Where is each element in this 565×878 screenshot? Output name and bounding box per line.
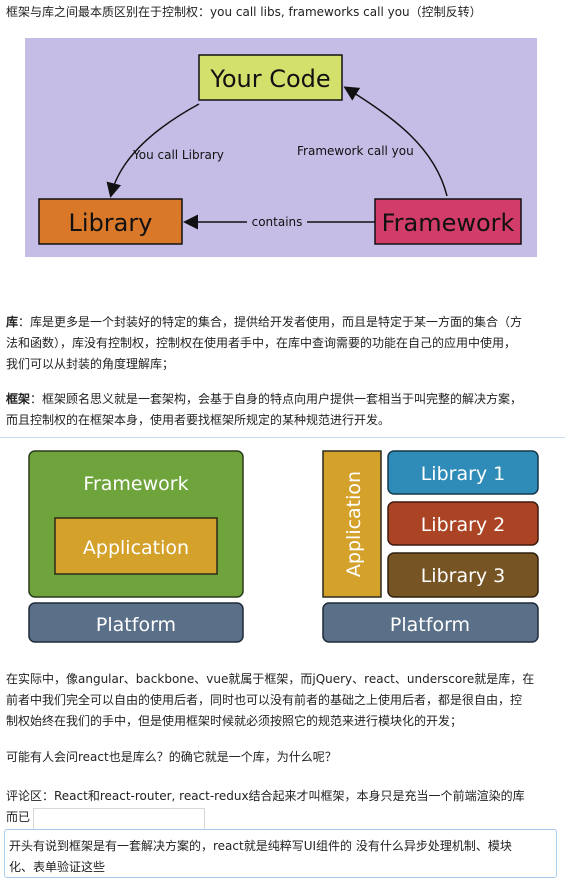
practice-line-1: 在实际中，像angular、backbone、vue就属于框架，而jQuery、… xyxy=(6,672,535,686)
framework-label: Framework xyxy=(382,209,515,237)
practice-paragraph: 在实际中，像angular、backbone、vue就属于框架，而jQuery、… xyxy=(6,669,559,732)
quote-paragraph: 开头有说到框架是有一套解决方案的，react就是纯粹写UI组件的 没有什么异步处… xyxy=(9,836,549,878)
framework-box xyxy=(374,198,522,245)
library-line-2: 法和函数），库没有控制权，控制权在使用者手中，在库中查询需要的功能在自己的应用中… xyxy=(6,336,517,350)
library1-label: Library 1 xyxy=(421,463,506,485)
library-line-3: 我们可以从封装的角度理解库； xyxy=(6,357,175,371)
library3-label: Library 3 xyxy=(421,565,506,587)
framework-call-you-label: Framework call you xyxy=(297,144,414,158)
library-term: 库 xyxy=(6,315,19,329)
framework-paragraph: 框架：框架顾名思义就是一套架构，会基于自身的特点向用户提供一套相当于叫完整的解决… xyxy=(6,389,559,431)
platform-right-label: Platform xyxy=(390,614,470,636)
framework-term: 框架 xyxy=(6,392,31,406)
you-call-library-label: You call Library xyxy=(132,148,224,162)
framework-call-you-arrow xyxy=(343,86,448,197)
practice-line-2: 前者中我们完全可以自由的使用后者，同时也可以没有前者的基础之上使用后者，都是很自… xyxy=(6,693,523,707)
your-code-box xyxy=(198,54,343,101)
intro-text: 框架与库之间最本质区别在于控制权：you call libs, framewor… xyxy=(6,5,482,19)
practice-line-3: 制权始终在我们的手中，但是使用框架时候就必须按照它的规范来进行模块化的开发； xyxy=(6,714,463,728)
application-vertical-label: Application xyxy=(343,471,365,577)
library-line-1: ：库是更多是一个封装好的特定的集合，提供给开发者使用，而且是特定于某一方面的集合… xyxy=(18,315,523,329)
comment-paragraph: 评论区：React和react-router, react-redux结合起来才… xyxy=(6,786,559,828)
divider xyxy=(0,437,565,438)
comment-line-2: 而已 xyxy=(6,810,31,824)
platform-left-label: Platform xyxy=(96,614,176,636)
contains-label: contains xyxy=(252,215,303,229)
framework-library-diagram: Framework Application Platform Applicati… xyxy=(28,450,539,643)
quote-line-2: 化、表单验证这些 xyxy=(9,860,106,874)
quote-line-1: 开头有说到框架是有一套解决方案的，react就是纯粹写UI组件的 没有什么异步处… xyxy=(9,839,512,853)
platform-right-block xyxy=(322,602,539,643)
application-inner-label: Application xyxy=(83,537,189,559)
library2-label: Library 2 xyxy=(421,514,506,536)
your-code-label: Your Code xyxy=(209,65,330,93)
question-text: 可能有人会问react也是库么？的确它就是一个库，为什么呢？ xyxy=(6,750,337,764)
comment-line-1: 评论区：React和react-router, react-redux结合起来才… xyxy=(6,789,525,803)
platform-left-block xyxy=(28,602,244,643)
library3-block xyxy=(387,552,539,598)
library-box xyxy=(38,198,183,245)
library2-block xyxy=(387,501,539,546)
quote-box[interactable]: 开头有说到框架是有一套解决方案的，react就是纯粹写UI组件的 没有什么异步处… xyxy=(4,829,557,878)
contains-label-bg xyxy=(247,214,307,230)
application-inner-block xyxy=(54,517,218,575)
library-paragraph: 库：库是更多是一个封装好的特定的集合，提供给开发者使用，而且是特定于某一方面的集… xyxy=(6,312,559,375)
library-label: Library xyxy=(69,209,153,237)
control-inversion-diagram: Your Code Library Framework You call Lib… xyxy=(25,38,537,257)
application-vertical-block xyxy=(322,450,382,598)
framework-line-1: ：框架顾名思义就是一套架构，会基于自身的特点向用户提供一套相当于叫完整的解决方案… xyxy=(30,392,523,406)
framework-line-2: 而且控制权的在框架本身，使用者要找框架所规定的某种规范进行开发。 xyxy=(6,413,391,427)
framework-block-label: Framework xyxy=(83,473,188,495)
library1-block xyxy=(387,450,539,495)
you-call-library-arrow xyxy=(106,103,200,198)
overlay-card xyxy=(33,808,205,829)
